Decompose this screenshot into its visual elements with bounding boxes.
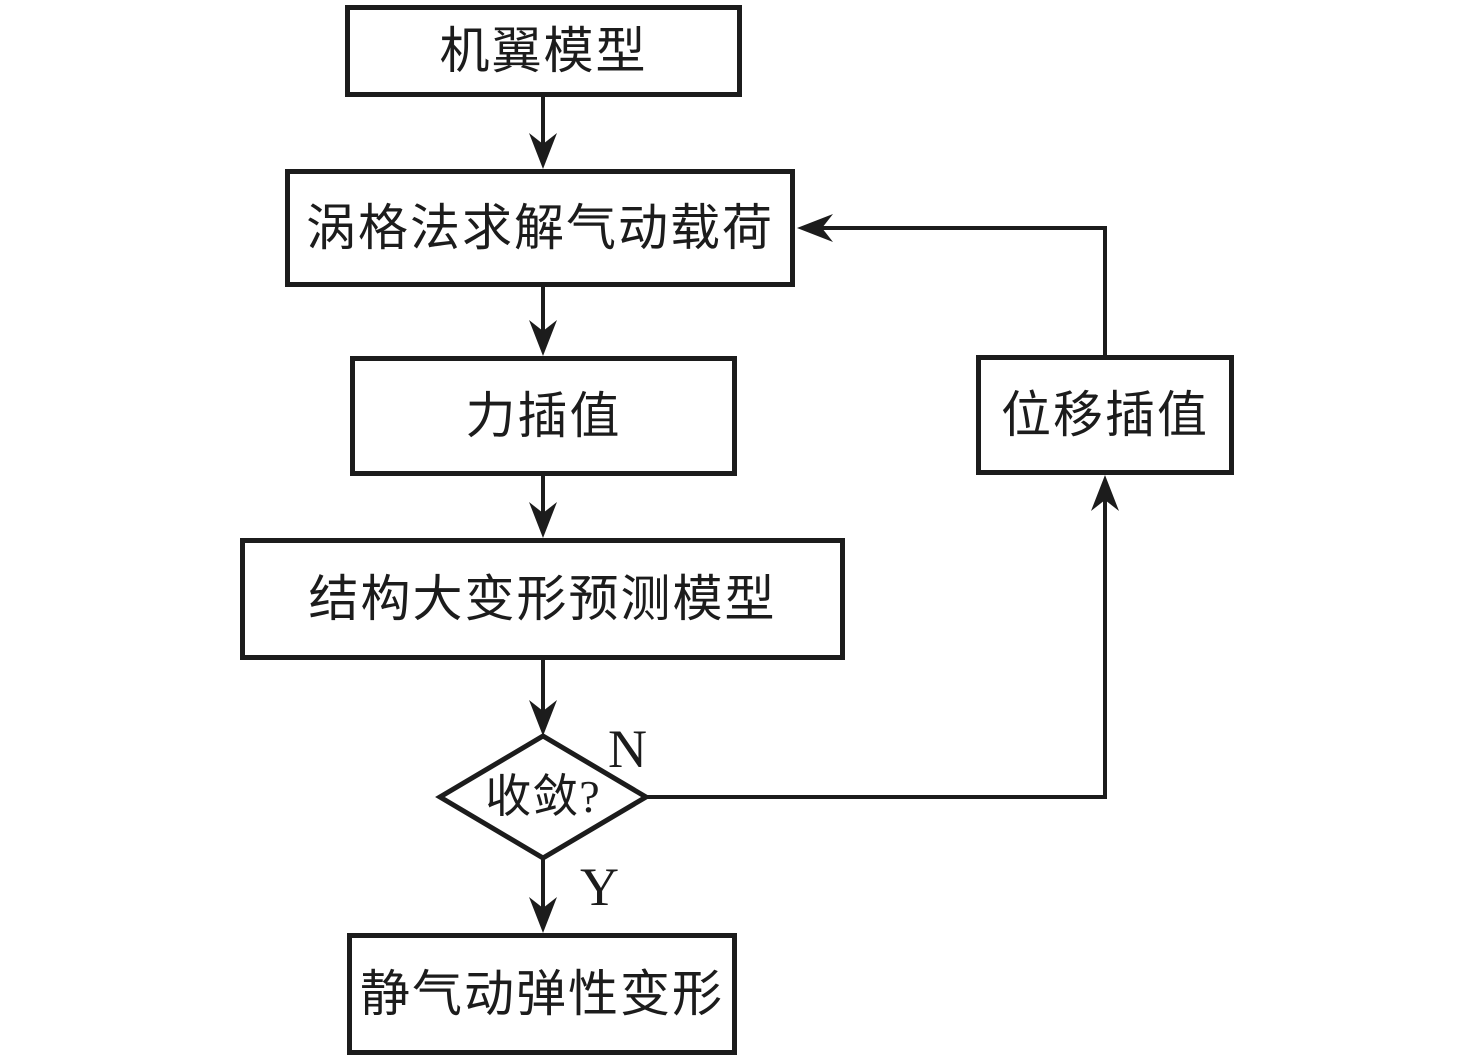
node-wing-model-label: 机翼模型 bbox=[439, 23, 648, 79]
arrowhead-structure-to-decision bbox=[529, 700, 557, 736]
node-convergence-decision: 收敛? bbox=[440, 736, 646, 858]
node-convergence-decision-label: 收敛? bbox=[485, 771, 601, 822]
node-displacement-interpolation-label: 位移插值 bbox=[1001, 387, 1209, 443]
node-vlm-aero-load-label: 涡格法求解气动载荷 bbox=[306, 200, 774, 256]
arrowhead-force-to-structure bbox=[529, 502, 557, 538]
arrowhead-decision-to-disp bbox=[1091, 475, 1119, 511]
node-static-aeroelastic-deformation-label: 静气动弹性变形 bbox=[360, 966, 724, 1022]
arrowhead-vlm-to-force bbox=[529, 320, 557, 356]
node-structure-prediction-model: 结构大变形预测模型 bbox=[240, 538, 845, 660]
arrowhead-wing-to-vlm bbox=[529, 133, 557, 169]
decision-diamond-shape bbox=[435, 733, 651, 861]
arrowhead-decision-to-static bbox=[529, 897, 557, 933]
edge-label-yes: Y bbox=[580, 857, 619, 917]
arrow-disp-to-vlm-line bbox=[806, 226, 1107, 355]
node-structure-prediction-model-label: 结构大变形预测模型 bbox=[308, 571, 777, 627]
node-force-interpolation-label: 力插值 bbox=[465, 388, 622, 444]
node-static-aeroelastic-deformation: 静气动弹性变形 bbox=[347, 933, 737, 1055]
arrowhead-disp-to-vlm bbox=[797, 214, 833, 242]
node-force-interpolation: 力插值 bbox=[350, 356, 737, 476]
edge-label-no: N bbox=[608, 719, 647, 779]
node-vlm-aero-load: 涡格法求解气动载荷 bbox=[285, 169, 795, 287]
arrow-decision-to-disp-line bbox=[646, 482, 1107, 799]
node-displacement-interpolation: 位移插值 bbox=[976, 355, 1234, 475]
node-wing-model: 机翼模型 bbox=[345, 5, 742, 97]
